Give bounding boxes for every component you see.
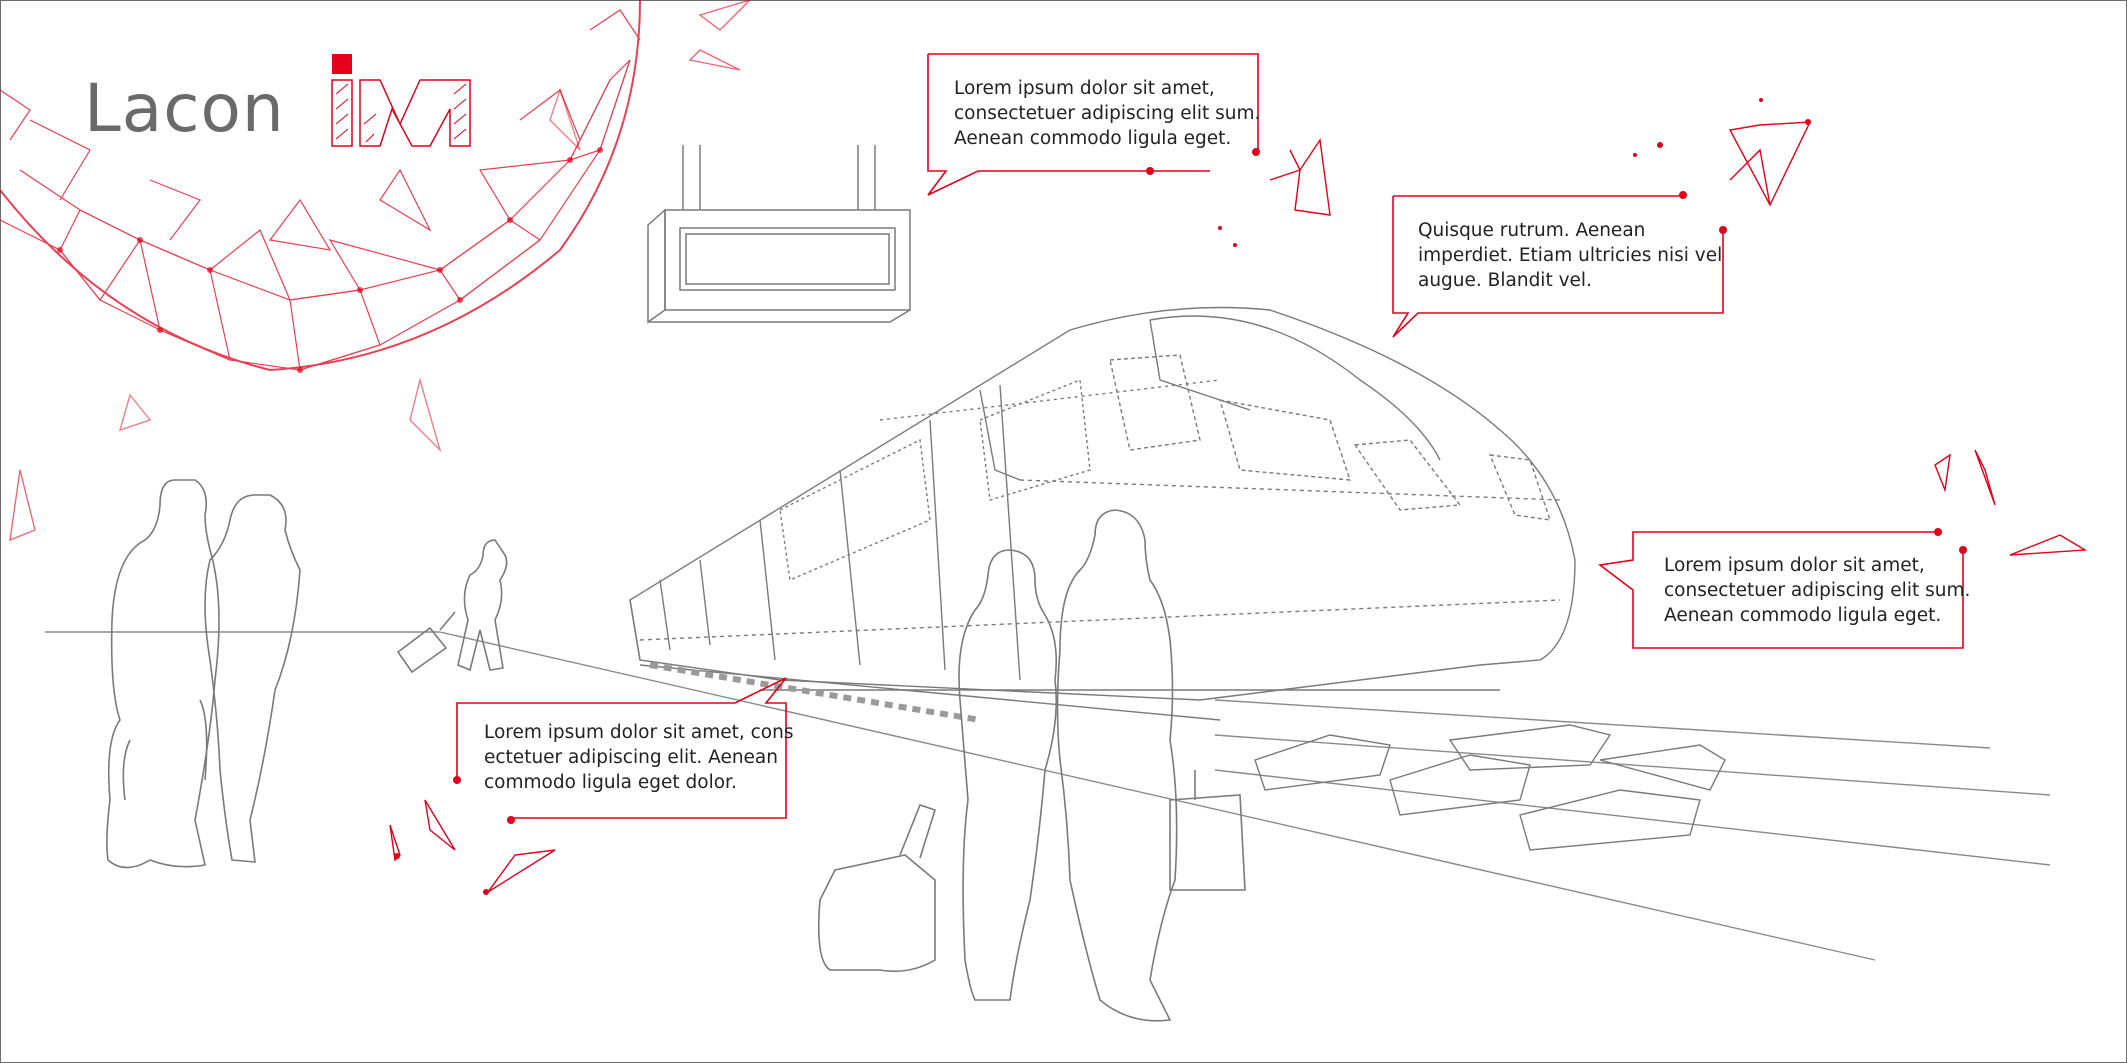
people-silhouette-icon [106,479,1246,1022]
callout-top-right: Quisque rutrum. Aenean imperdiet. Etiam … [1418,220,1723,291]
callout-bubbles [456,53,1964,819]
platform-lines [45,631,2051,961]
lacon-logo-icon: Lacon [84,76,285,142]
train-line-art-icon [629,306,1726,851]
departure-board-icon [647,145,911,324]
lm-logo-icon: lm [330,54,471,147]
lacon-logo-text: Lacon [84,70,285,147]
callout-mid-right: Lorem ipsum dolor sit amet, consectetuer… [1664,555,1971,626]
lm-logo-text: lm [330,54,331,55]
callout-bottom-left: Lorem ipsum dolor sit amet, cons ectetue… [484,722,794,793]
floating-dots [394,98,1967,895]
network-nodes [57,147,603,373]
callout-top-center: Lorem ipsum dolor sit amet, consectetuer… [954,78,1261,149]
network-mesh-icon [0,0,641,372]
